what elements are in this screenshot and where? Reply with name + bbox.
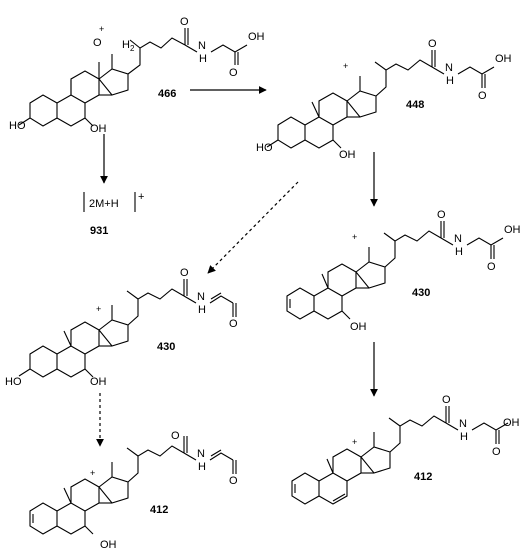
label-o: O xyxy=(478,90,487,102)
label-oh: OH xyxy=(90,123,107,135)
label-h: H xyxy=(198,304,206,316)
label-oh2-h: H xyxy=(122,39,130,51)
structure-412-right xyxy=(291,406,509,505)
label-o: O xyxy=(229,475,238,487)
label-o: O xyxy=(180,267,189,279)
mz-label: 412 xyxy=(150,504,168,516)
label-o: O xyxy=(437,209,446,221)
charge-plus: + xyxy=(352,437,357,447)
label-h: H xyxy=(199,53,207,65)
label-n: N xyxy=(197,448,205,460)
label-o: O xyxy=(229,318,238,330)
label-oh: OH xyxy=(90,376,107,388)
label-h: H xyxy=(460,431,468,443)
structure-412-left xyxy=(29,436,237,535)
structure-430-right xyxy=(286,221,504,320)
label-h: H xyxy=(455,246,463,258)
label-h: H xyxy=(198,461,206,473)
label-o: O xyxy=(428,38,437,50)
label-oh: OH xyxy=(248,31,265,43)
label-oh2-o: O xyxy=(93,37,102,49)
arrow-448-to-430-left xyxy=(207,181,299,274)
label-oh: OH xyxy=(100,539,117,551)
mz-label: 430 xyxy=(157,341,175,353)
dimer-formula: 2M+H xyxy=(89,198,119,210)
label-o: O xyxy=(487,261,496,273)
dimer-ion: 2M+H + 931 xyxy=(83,191,144,237)
charge-plus: + xyxy=(99,24,104,34)
charge-plus: + xyxy=(90,468,95,478)
label-oh: OH xyxy=(339,149,356,161)
label-n: N xyxy=(445,62,453,74)
label-ho: HO xyxy=(5,376,22,388)
label-oh2-sub: 2 xyxy=(130,44,135,53)
label-n: N xyxy=(454,233,462,245)
mz-label: 412 xyxy=(414,471,432,483)
label-h: H xyxy=(446,75,454,87)
label-oh: OH xyxy=(504,224,521,236)
label-o: O xyxy=(180,16,189,28)
dimer-mz: 931 xyxy=(90,225,108,237)
charge-plus: + xyxy=(343,61,348,71)
structure-466 xyxy=(18,28,248,127)
label-o: O xyxy=(492,446,501,458)
label-oh: OH xyxy=(503,417,520,429)
charge-plus: + xyxy=(352,232,357,242)
label-n: N xyxy=(459,418,467,430)
structure-430-left xyxy=(18,279,237,378)
label-ho: HO xyxy=(9,120,26,132)
label-o: O xyxy=(229,67,238,79)
mz-label: 430 xyxy=(412,287,430,299)
label-n: N xyxy=(198,40,206,52)
label-n: N xyxy=(197,291,205,303)
label-o: O xyxy=(171,430,180,442)
mz-label: 448 xyxy=(406,99,424,111)
label-o: O xyxy=(442,394,451,406)
label-oh: OH xyxy=(350,321,367,333)
charge-plus: + xyxy=(96,304,101,314)
dimer-charge: + xyxy=(138,191,144,203)
mz-label: 466 xyxy=(158,88,176,100)
label-ho: HO xyxy=(256,142,273,154)
label-oh: OH xyxy=(495,53,512,65)
structure-448 xyxy=(266,50,495,149)
